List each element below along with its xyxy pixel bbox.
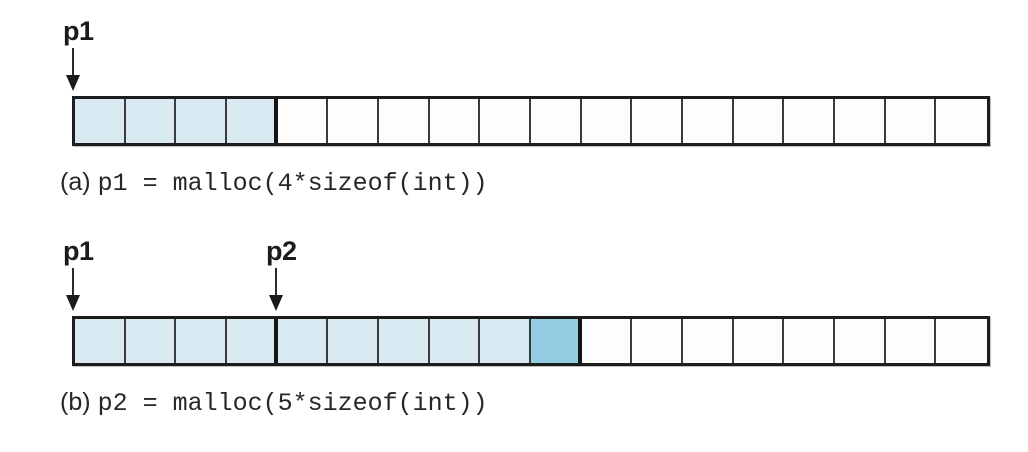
memory-cell xyxy=(936,319,988,363)
arrow-down-icon xyxy=(66,268,80,312)
memory-bar-b xyxy=(72,316,990,366)
memory-cell xyxy=(227,99,278,143)
pointer-label-p2: p2 xyxy=(266,236,297,266)
memory-cell xyxy=(733,99,785,143)
memory-cell xyxy=(379,319,430,363)
memory-cell xyxy=(683,99,734,143)
memory-bar-a xyxy=(72,96,990,146)
memory-cell xyxy=(176,99,228,143)
memory-cell xyxy=(784,99,836,143)
caption-b-tag: (b) xyxy=(60,388,91,416)
memory-cell xyxy=(75,319,126,363)
pointer-label-p1: p1 xyxy=(63,236,94,266)
memory-cell xyxy=(531,99,582,143)
memory-cell xyxy=(429,319,481,363)
caption-b-code: p2 = malloc(5*sizeof(int)) xyxy=(97,389,488,418)
memory-cell xyxy=(683,319,734,363)
memory-cell xyxy=(885,99,937,143)
memory-cell xyxy=(835,319,886,363)
memory-cell xyxy=(429,99,481,143)
memory-cell xyxy=(125,319,177,363)
caption-b: (b)p2 = malloc(5*sizeof(int)) xyxy=(60,388,488,418)
caption-a: (a)p1 = malloc(4*sizeof(int)) xyxy=(60,168,488,198)
arrow-head xyxy=(66,295,80,311)
memory-cell xyxy=(531,319,582,363)
memory-cell xyxy=(733,319,785,363)
memory-cell xyxy=(581,319,633,363)
memory-cell xyxy=(480,319,532,363)
caption-a-tag: (a) xyxy=(60,168,91,196)
arrow-shaft xyxy=(72,268,74,298)
memory-cell xyxy=(227,319,278,363)
memory-cell xyxy=(277,319,329,363)
memory-cell xyxy=(835,99,886,143)
memory-cell xyxy=(480,99,532,143)
memory-cell xyxy=(277,99,329,143)
arrow-head xyxy=(269,295,283,311)
arrow-down-icon xyxy=(66,48,80,92)
arrow-head xyxy=(66,75,80,91)
memory-cell xyxy=(379,99,430,143)
pointer-label-p1: p1 xyxy=(63,16,94,46)
caption-a-code: p1 = malloc(4*sizeof(int)) xyxy=(97,169,488,198)
arrow-shaft xyxy=(275,268,277,298)
memory-cell xyxy=(328,99,380,143)
arrow-shaft xyxy=(72,48,74,78)
memory-cell xyxy=(75,99,126,143)
memory-cell xyxy=(784,319,836,363)
memory-cell xyxy=(885,319,937,363)
arrow-down-icon xyxy=(269,268,283,312)
memory-cell xyxy=(125,99,177,143)
memory-cell xyxy=(581,99,633,143)
memory-cell xyxy=(632,99,684,143)
memory-cell xyxy=(632,319,684,363)
memory-cell xyxy=(936,99,988,143)
memory-cell xyxy=(176,319,228,363)
memory-cell xyxy=(328,319,380,363)
